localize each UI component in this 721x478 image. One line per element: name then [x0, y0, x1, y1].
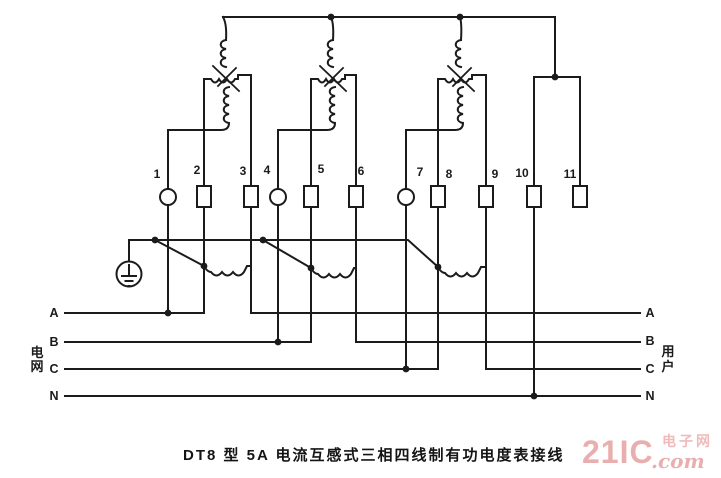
junction-dot [551, 73, 559, 81]
watermark-site-name: 电子网 [662, 433, 713, 449]
terminal-label-1: 1 [154, 167, 161, 181]
junction-dot [151, 236, 159, 244]
supply-side-labels: A B C N 电 网 [30, 306, 58, 403]
wiring [64, 15, 641, 397]
terminal-label-7: 7 [417, 165, 424, 179]
ct2-secondary-lead [261, 238, 313, 270]
earth-ground-icon [115, 260, 143, 288]
watermark-brand-text: 21IC [582, 434, 654, 470]
junction-dot [456, 13, 464, 21]
load-phase-c-label: C [645, 362, 654, 376]
supply-group-char-1: 电 [30, 345, 43, 360]
element1-voltage-coil-lower-and-lead [167, 85, 231, 190]
terminal-label-6: 6 [358, 164, 365, 178]
terminal-9-block [478, 185, 494, 208]
load-side-labels: A B C N 用 户 [645, 306, 674, 403]
supply-phase-c-label: C [49, 362, 58, 376]
supply-phase-a-label: A [49, 306, 58, 320]
junction-dot [274, 338, 282, 346]
terminal-strip [159, 185, 588, 208]
junction-dots [151, 13, 559, 400]
junction-dot [327, 13, 335, 21]
terminal-3-block [243, 185, 259, 208]
terminal-7-circle [397, 188, 415, 206]
junction-dot [164, 309, 172, 317]
junction-dot [402, 365, 410, 373]
terminal-2-block [196, 185, 212, 208]
load-neutral-label: N [645, 389, 654, 403]
element3-tap [458, 15, 463, 42]
terminal-4-circle [269, 188, 287, 206]
element1-voltage-coil-upper [219, 38, 228, 69]
junction-dot [307, 264, 315, 272]
supply-phase-b-label: B [49, 335, 58, 349]
site-watermark: 21IC .com 电子网 [578, 428, 721, 476]
terminal-label-4: 4 [264, 163, 271, 177]
terminal-5-block [303, 185, 319, 208]
element3-cross-lead-2 [451, 66, 473, 88]
terminal-10-block [526, 185, 542, 208]
watermark-domain-text: .com [651, 449, 705, 473]
element1-tap [221, 15, 228, 42]
load-group-char-2: 户 [661, 359, 674, 374]
terminal-label-11: 11 [564, 167, 577, 181]
terminal-6-block [348, 185, 364, 208]
terminal-label-8: 8 [446, 167, 453, 181]
ct2-winding [309, 266, 357, 279]
element2-voltage-coil-upper [326, 38, 335, 69]
element2-voltage-coil-lower-and-lead [277, 85, 337, 190]
terminal-11-block [572, 185, 588, 208]
terminal-label-10: 10 [515, 166, 529, 180]
supply-group-char-2: 网 [30, 359, 43, 374]
junction-dot [259, 236, 267, 244]
element3-voltage-coil-upper [454, 38, 463, 69]
junction-dot [530, 392, 538, 400]
load-phase-b-label: B [645, 334, 654, 348]
load-phase-a-label: A [645, 306, 654, 320]
terminal-label-3: 3 [240, 164, 247, 178]
ground-common-wire [128, 239, 440, 269]
terminal-label-9: 9 [492, 167, 499, 181]
terminal-1-circle [159, 188, 177, 206]
element3-current-coil [437, 74, 487, 187]
load-group-char-1: 用 [660, 344, 674, 359]
terminal-labels: 1 2 3 4 5 6 7 8 9 10 11 [154, 162, 577, 181]
diagram-caption: DT8 型 5A 电流互感式三相四线制有功电度表接线 [183, 447, 565, 464]
terminal-8-block [430, 185, 446, 208]
terminal-label-2: 2 [194, 163, 201, 177]
element2-current-coil [310, 74, 357, 187]
supply-neutral-label: N [49, 389, 58, 403]
element3-voltage-coil-lower-and-lead [405, 85, 465, 190]
ct1-winding [202, 264, 252, 277]
ct1-secondary-lead [153, 238, 206, 268]
terminal-label-5: 5 [318, 162, 325, 176]
junction-dot [200, 262, 208, 270]
element2-tap [329, 15, 335, 42]
junction-dot [434, 263, 442, 271]
ct3-winding [436, 265, 487, 278]
element1-current-coil [203, 74, 252, 187]
